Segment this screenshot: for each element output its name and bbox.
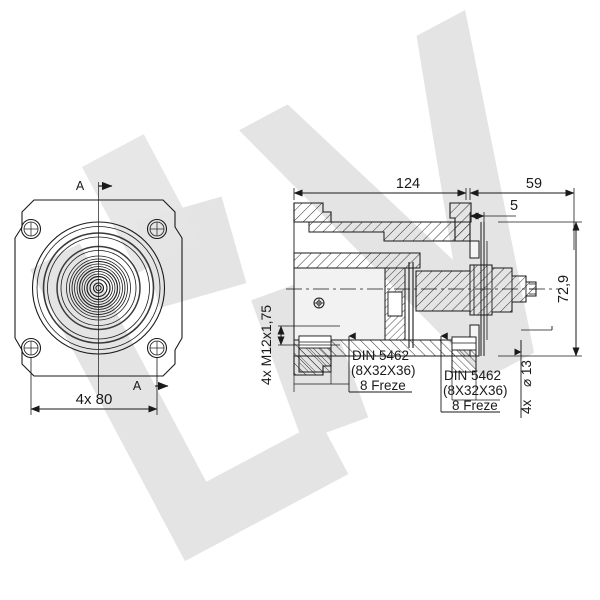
spline-right-line2: (8X32X36)	[443, 383, 508, 398]
right-flange-plate-top	[469, 240, 480, 259]
projection-lines	[293, 372, 500, 401]
dim-bolt-pattern	[30, 357, 158, 415]
output-shaft	[415, 264, 537, 316]
leader-spline-left	[348, 332, 412, 393]
bolt-hole-bottom-left	[20, 337, 42, 359]
front-view	[14, 182, 183, 395]
hole-dia-label-value: ⌀ 13	[519, 360, 534, 387]
spline-left-line3: 8 Freze	[360, 378, 406, 393]
section-label-top: A	[76, 179, 85, 193]
hole-dia-label-prefix: 4x	[519, 399, 534, 414]
spline-right-line1: DIN 5462	[444, 368, 501, 383]
section-view	[286, 202, 560, 376]
flange-outline	[14, 199, 183, 377]
bolt-hole-top-left	[20, 218, 42, 240]
thread-callout-label: 4x M12x1,75	[258, 305, 274, 385]
dim-729-label: 72,9	[556, 275, 572, 303]
leader-spline-right	[440, 332, 500, 413]
bolt-hole-section-right	[451, 336, 477, 373]
dim-729	[498, 221, 582, 357]
dim-59-label: 59	[526, 176, 542, 192]
dim-bolt-pattern-label: 4x 80	[76, 391, 113, 408]
bolt-hole-bottom-right	[146, 337, 168, 359]
bolt-hole-top-right	[146, 218, 168, 240]
spline-left-line1: DIN 5462	[352, 348, 409, 363]
bolt-hole-section-left	[298, 335, 332, 373]
housing-edge-lines	[293, 203, 310, 375]
housing-mid-band	[293, 252, 421, 269]
spline-coupling-notch	[387, 291, 403, 317]
leader-hole-dia	[514, 326, 553, 418]
leader-thread-callout	[277, 325, 340, 346]
internal-cavity	[293, 267, 386, 341]
shaft-step-lines	[469, 265, 527, 315]
cavity-plug-mark	[313, 297, 325, 309]
dim-124-label: 124	[396, 176, 420, 192]
spline-left-line2: (8X32X36)	[351, 363, 416, 378]
dim-5-label: 5	[510, 198, 518, 214]
dim-124	[293, 188, 467, 200]
housing-upper-wall	[308, 221, 471, 242]
section-label-bottom: A	[133, 379, 142, 393]
dim-5	[469, 212, 516, 222]
spline-right-line3: 8 Freze	[452, 398, 498, 413]
